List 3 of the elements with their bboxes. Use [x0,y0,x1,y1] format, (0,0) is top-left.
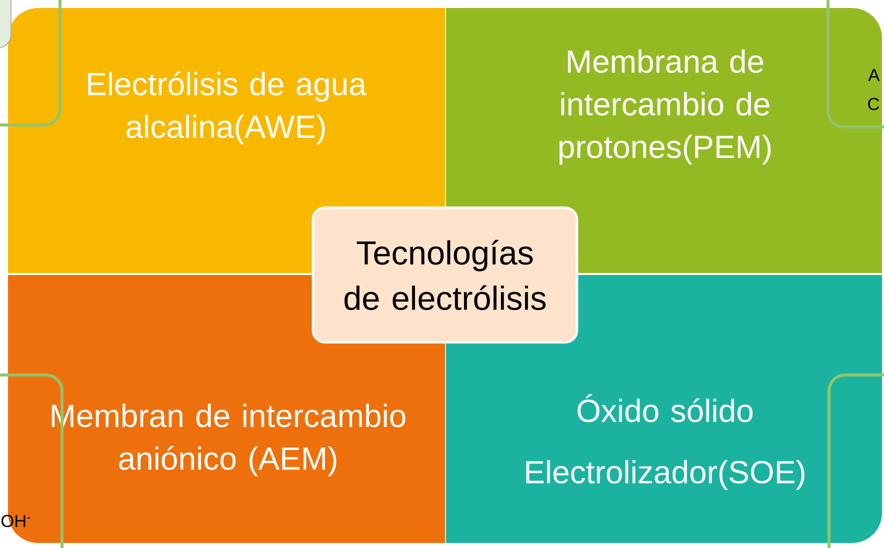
center-box: Tecnologías de electrólisis [312,206,578,344]
label-text: A [868,69,880,81]
label-text: C [868,98,880,110]
